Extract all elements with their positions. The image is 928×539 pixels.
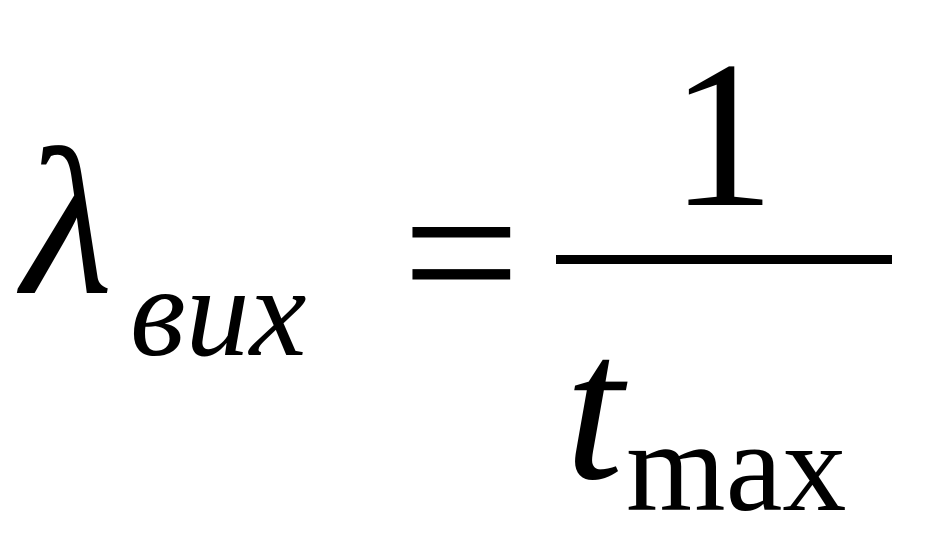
lambda-symbol: λ [22,107,113,339]
fraction-numerator: 1 [670,19,775,251]
denominator-subscript: max [626,396,847,538]
fraction-bar [556,255,892,264]
equals-sign: = [402,137,521,369]
denominator-symbol: t [565,292,624,524]
lambda-subscript: вих [130,241,307,383]
